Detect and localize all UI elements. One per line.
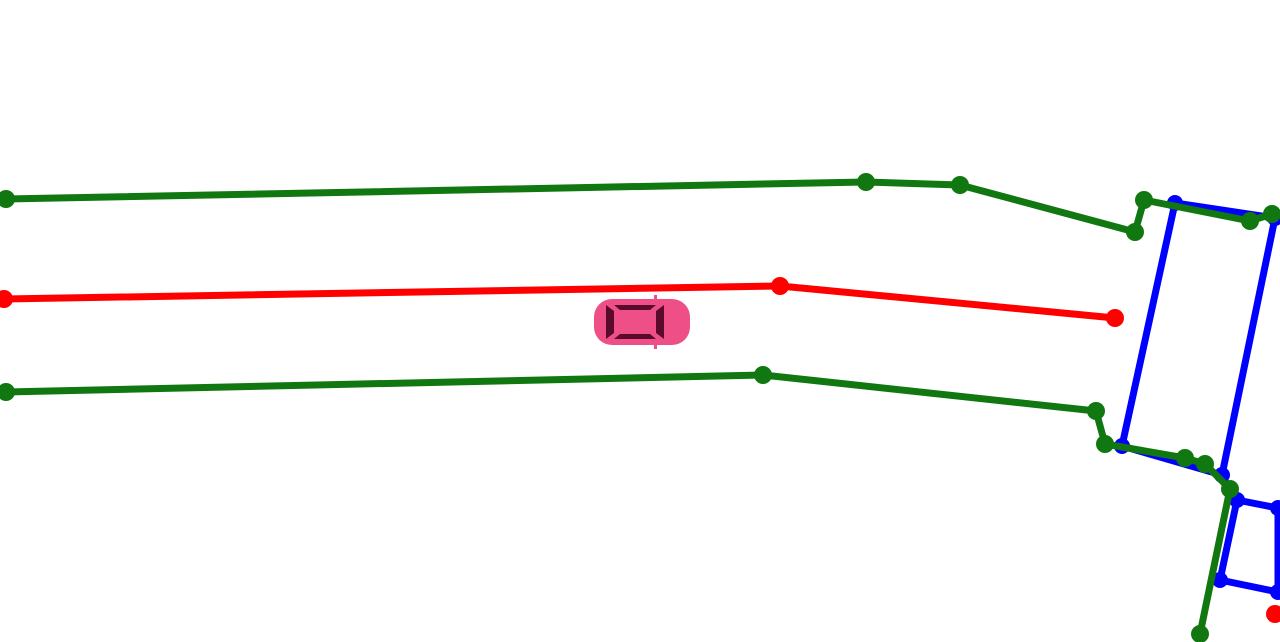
- lane-boundary-top-vertex: [951, 176, 969, 194]
- lane-boundary-top-vertex: [1263, 205, 1280, 223]
- lane-boundary-top-vertex: [1241, 212, 1259, 230]
- car-side-window-right: [614, 334, 656, 339]
- lane-boundary-bottom-vertex: [1096, 435, 1114, 453]
- lane-boundary-layer: [0, 173, 1280, 642]
- lane-boundary-top-vertex: [1126, 223, 1144, 241]
- car-rear-window: [606, 305, 614, 339]
- car-side-window-left: [614, 305, 656, 310]
- lane-boundary-bottom-vertex: [1191, 625, 1209, 642]
- lane-boundary-bottom-vertex: [1221, 480, 1239, 498]
- lane-boundary-top: [2, 178, 1276, 236]
- crosswalk-layer: [1114, 195, 1280, 600]
- lane-boundary-bottom-vertex: [1176, 449, 1194, 467]
- lane-centerline-vertex: [1266, 605, 1280, 623]
- lane-centerline: [0, 282, 1119, 322]
- lane-centerline-vertex: [0, 290, 13, 308]
- lane-boundary-bottom-vertex: [754, 366, 772, 384]
- car-mirror: [654, 295, 657, 349]
- lane-boundary-top-vertex: [0, 190, 15, 208]
- crosswalk-vertex: [1270, 500, 1280, 516]
- crosswalk-vertex: [1270, 584, 1280, 600]
- car-body: [594, 299, 690, 345]
- ego-vehicle-layer: [594, 295, 690, 349]
- lane-boundary-bottom-vertex: [1087, 402, 1105, 420]
- car-icon: [594, 295, 690, 349]
- car-windshield: [656, 305, 664, 339]
- lane-boundary-bottom-vertex: [0, 383, 15, 401]
- crosswalk-polygon: [1216, 496, 1280, 596]
- crosswalk-vertex: [1212, 572, 1228, 588]
- lane-centerline-layer: [0, 277, 1280, 623]
- lane-boundary-bottom-vertex: [1196, 455, 1214, 473]
- lane-centerline-vertex: [1106, 309, 1124, 327]
- lane-boundary-top-vertex: [857, 173, 875, 191]
- lane-boundary-top-vertex: [1135, 191, 1153, 209]
- lane-boundary-bottom: [2, 371, 1234, 638]
- lane-centerline-vertex: [771, 277, 789, 295]
- crosswalk-polygon: [1118, 199, 1279, 479]
